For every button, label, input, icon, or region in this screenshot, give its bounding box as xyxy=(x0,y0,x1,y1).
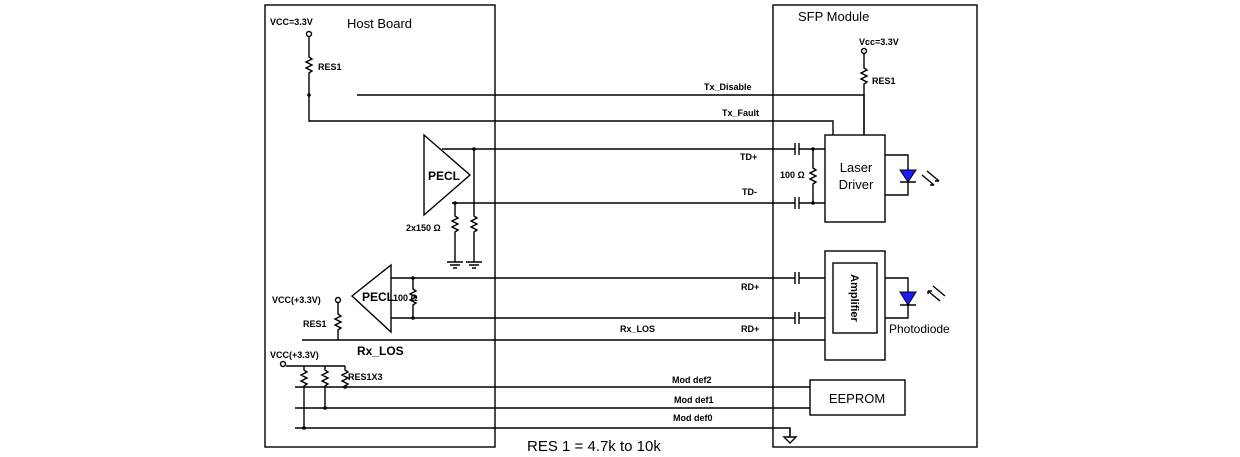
eeprom-label: EEPROM xyxy=(829,391,885,406)
mod-def1-label: Mod def1 xyxy=(674,395,714,405)
resistor-array-icon xyxy=(299,366,350,428)
vcc-terminal-icon xyxy=(860,47,868,55)
junction xyxy=(307,93,311,97)
res-los-label: RES1 xyxy=(303,319,327,329)
laser-driver-label: Driver xyxy=(839,177,874,192)
vcc-mod-label: VCC(+3.3V) xyxy=(270,350,319,360)
vcc-label: VCC=3.3V xyxy=(270,17,313,27)
footnote: RES 1 = 4.7k to 10k xyxy=(527,438,661,455)
ground-icon xyxy=(782,436,798,444)
photodiode-icon xyxy=(899,291,917,306)
resistor-icon xyxy=(333,303,343,340)
rx-term-label: 100 Ω xyxy=(393,293,418,303)
rx-los-signal-label: Rx_LOS xyxy=(620,324,655,334)
eeprom-box xyxy=(809,379,906,416)
emission-arrows-icon xyxy=(900,170,940,186)
amplifier-label: Amplifier xyxy=(848,274,860,322)
rx-los-host-label: Rx_LOS xyxy=(357,344,404,358)
tx-fault-wire xyxy=(304,37,834,135)
resistor-icon xyxy=(408,278,418,318)
resistor-icon xyxy=(859,54,869,95)
td-minus-label: TD- xyxy=(742,187,757,197)
sfp-module-box xyxy=(772,4,978,448)
termination-resistor-icon xyxy=(466,149,482,269)
vcc-terminal-icon xyxy=(305,30,313,38)
host-board-box xyxy=(264,4,496,448)
pecl-driver-label: PECL xyxy=(428,169,460,183)
tx-disable-wire xyxy=(357,94,865,135)
mod-def0-wire xyxy=(295,427,791,437)
module-res1-label: RES1 xyxy=(872,76,896,86)
vcc-los-label: VCC(+3.3V) xyxy=(272,295,321,305)
laser-driver-label: Laser xyxy=(840,160,873,175)
photodiode-label: Photodiode xyxy=(889,322,950,336)
rd-label: RD+ xyxy=(741,324,759,334)
pecl-receiver-label: PECL xyxy=(362,290,394,304)
res-mod-label: RES1X3 xyxy=(348,372,383,382)
pecl-driver-icon xyxy=(423,133,472,217)
tx-disable-label: Tx_Disable xyxy=(704,82,752,92)
res1-label: RES1 xyxy=(318,62,342,72)
td-plus-label: TD+ xyxy=(740,152,757,162)
capacitor-icon xyxy=(794,143,800,209)
host-board-title: Host Board xyxy=(347,16,412,31)
laser-diode-icon xyxy=(899,169,917,183)
resistor-icon xyxy=(808,149,818,203)
amplifier-box xyxy=(832,262,878,334)
module-vcc-label: Vcc=3.3V xyxy=(859,37,899,47)
vcc-terminal-icon xyxy=(334,296,342,304)
termination-resistor-icon xyxy=(447,203,463,269)
incoming-light-arrows-icon xyxy=(900,285,946,306)
amplifier-outer-box xyxy=(824,250,886,361)
mod-def0-label: Mod def0 xyxy=(673,413,713,423)
laser-driver-box xyxy=(824,134,886,223)
tx-fault-label: Tx_Fault xyxy=(722,108,759,118)
module-term-label: 100 Ω xyxy=(780,170,805,180)
rd-plus-label: RD+ xyxy=(741,282,759,292)
sfp-module-title: SFP Module xyxy=(798,9,869,24)
termination-label: 2x150 Ω xyxy=(406,223,441,233)
vcc-terminal-icon xyxy=(279,360,287,368)
pecl-receiver-icon xyxy=(350,263,392,334)
mod-def2-label: Mod def2 xyxy=(672,375,712,385)
capacitor-icon xyxy=(794,272,800,324)
